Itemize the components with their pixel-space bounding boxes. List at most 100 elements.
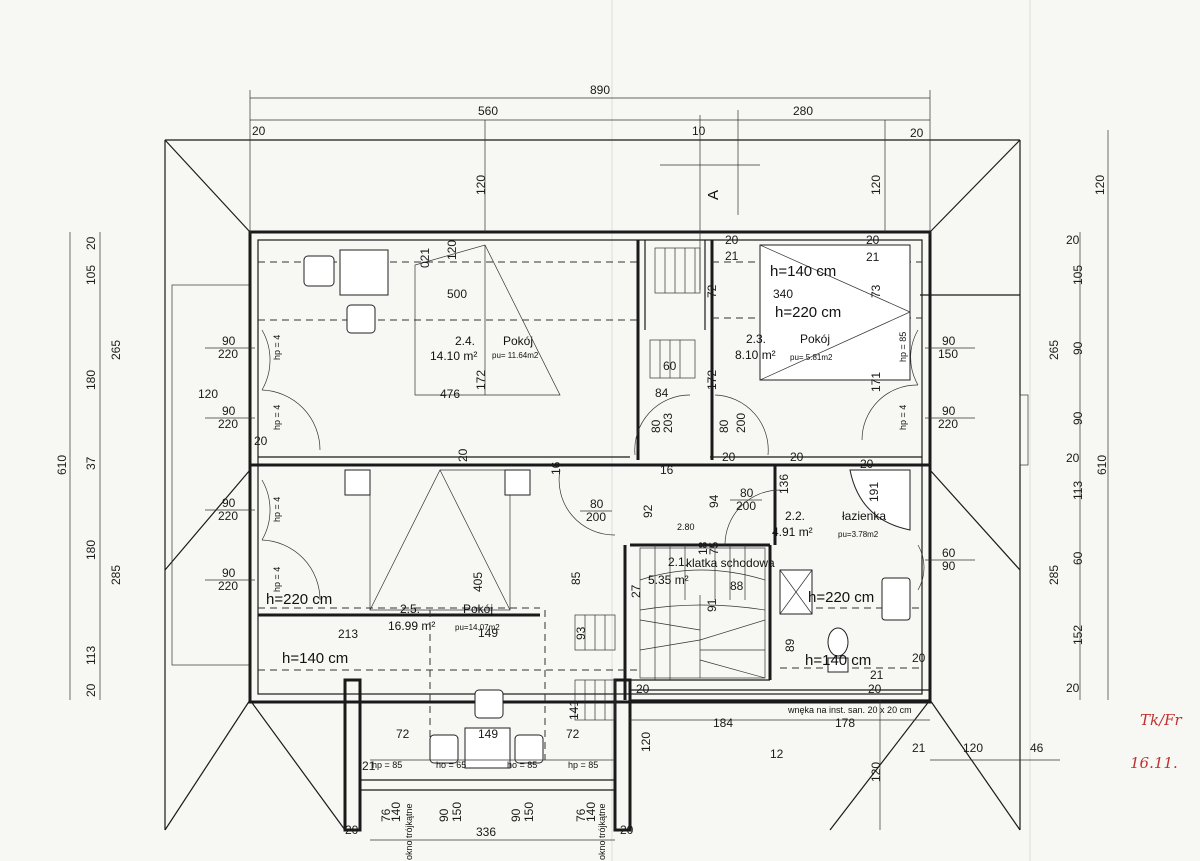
window-sizes: 76 140 okno trójkątne 90 150 90 150 76 1… [379,802,607,860]
hp-label: hp = 4 [898,405,908,430]
dim: 21 [912,741,926,755]
dim: 16 [660,463,674,477]
dim-v: 285 [1047,565,1061,585]
window-height: 150 [522,802,536,822]
dim: 336 [476,825,496,839]
door-height: 220 [938,417,958,431]
room-area: 16.99 m² [388,619,435,633]
door-width: 90 [942,334,956,348]
door-width: 90 [222,334,236,348]
door-width: 90 [942,404,956,418]
door-width: 90 [222,566,236,580]
window-height: 150 [450,802,464,822]
room-area: 14.10 m² [430,349,477,363]
dim: 172 [705,370,719,390]
room-2-2: 2.2. łazienka 4.91 m² pu=3.78m2 [772,509,886,539]
height-label: h=140 cm [805,652,871,669]
dim-v: 105 [1071,265,1085,285]
window-type: okno trójkątne [597,803,607,860]
dim: 18 [696,541,710,555]
room-2-1: 2.1. klatka schodowa 5.35 m² [648,555,775,587]
dim: 149 [478,727,498,741]
dim: 149 [478,626,498,640]
door-height: 90 [942,559,956,573]
door-height: 200 [586,510,606,524]
dim: 60 [663,359,677,373]
dim-wall: 21 [866,250,880,264]
hp-label: hp = 85 [372,760,402,770]
room-2-5: 2.5. Pokój 16.99 m² pu=14.07m2 [388,602,500,633]
window-width: 76 [574,808,588,822]
dim: 84 [655,386,669,400]
room-2-4: 2.4. Pokój 14.10 m² pu= 11.64m2 [430,334,539,363]
staircase [369,244,766,680]
hp-label: ho = 65 [436,760,466,770]
dim-v: 265 [109,340,123,360]
dim-v: 105 [84,265,98,285]
dim: 171 [869,372,883,392]
dim: 21 [362,759,376,773]
dim: 21 [870,668,884,682]
dim-wall: 21 [725,249,739,263]
dim-left-width: 560 [478,104,498,118]
room-usable-area: pu= 11.64m2 [492,351,539,360]
dim-v: 90 [1071,411,1085,425]
dim: 021 [418,248,432,268]
room-name: Pokój [503,334,533,348]
room-name: Pokój [463,602,493,616]
hp-label: hp = 4 [272,497,282,522]
dim: 94 [707,494,721,508]
dim-wall-left: 20 [252,124,266,138]
room-area: 8.10 m² [735,348,776,362]
hp-label: hp = 4 [272,335,282,360]
door-height: 200 [736,499,756,513]
dim: 72 [705,284,719,298]
dim: 91 [705,598,719,612]
dim: 46 [1030,741,1044,755]
hp-label: hp = 85 [898,332,908,362]
room-area: 4.91 m² [772,525,813,539]
dim: 141 [567,700,581,720]
dimension-lines [69,90,1109,841]
dim: 172 [474,370,488,390]
dim: 20 [254,434,268,448]
dim: 178 [835,716,855,730]
dim-right-width: 280 [793,104,813,118]
dim: 20 [790,450,804,464]
dim: 120 [639,732,653,752]
dim: 120 [963,741,983,755]
dim: 184 [713,716,733,730]
dim-wall: 20 [1066,681,1080,695]
dim: 213 [338,627,358,641]
dim-v: 120 [474,175,488,195]
dim: 20 [456,448,470,462]
door-width: 90 [222,496,236,510]
dim-v: 20 [84,683,98,697]
dim-v: 180 [84,540,98,560]
dim: 20 [722,450,736,464]
room-number: 2.5. [400,602,420,616]
closets [574,247,701,721]
room-number: 2.2. [785,509,805,523]
dim: 75 [707,541,721,555]
dim-v: 285 [109,565,123,585]
room-number: 2.4. [455,334,475,348]
door-width: 80 [717,419,731,433]
dim-wall-mid: 10 [692,124,706,138]
window-width: 76 [379,808,393,822]
level-label: 2.80 [677,522,695,532]
room-name: Pokój [800,332,830,346]
dim: 120 [198,387,218,401]
dim: 20 [912,651,926,665]
dim: 12 [770,747,784,761]
door-height: 203 [661,413,675,433]
height-label: h=140 cm [770,263,836,280]
window-type: okno trójkątne [404,803,414,860]
hp-label: hp = 85 [568,760,598,770]
door-height: 220 [218,347,238,361]
dim: 20 [345,823,359,837]
dim: 85 [569,571,583,585]
hp-labels: hp = 4 hp = 4 hp = 4 hp = 4 hp = 85 hp =… [272,332,908,770]
room-name: klatka schodowa [686,556,775,570]
